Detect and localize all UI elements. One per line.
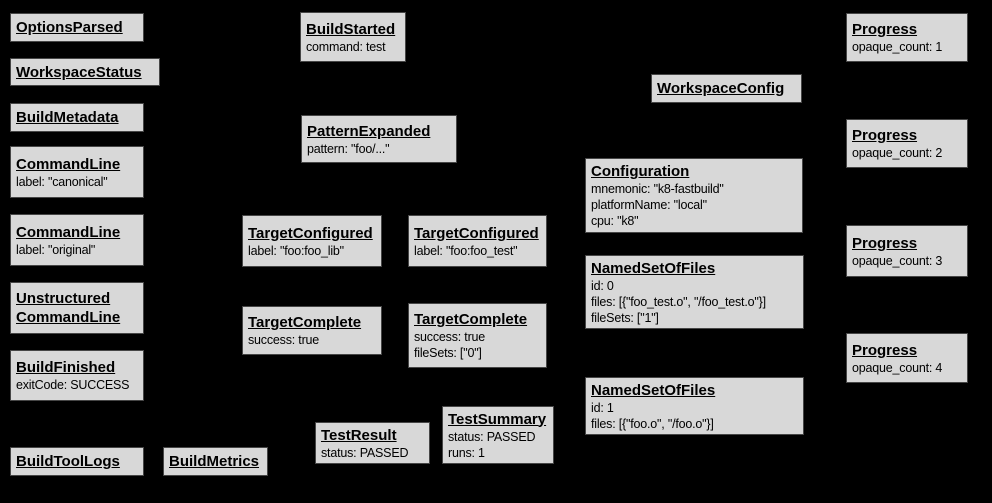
node-title: BuildFinished: [16, 359, 116, 376]
node-title: BuildToolLogs: [16, 453, 120, 470]
node-build-tool-logs: BuildToolLogs: [10, 447, 144, 476]
node-attribute-line: pattern: "foo/...": [307, 141, 390, 156]
node-attribute-line: fileSets: ["0"]: [414, 346, 482, 360]
node-title: NamedSetOfFiles: [591, 259, 716, 277]
node-configuration: Configuration mnemonic: "k8-fastbuild" pla…: [585, 158, 803, 233]
node-title: Progress: [852, 341, 918, 359]
node-attribute-line: opaque_count: 4: [852, 360, 943, 375]
node-attribute-line: status: PASSED: [321, 445, 409, 460]
node-title: Progress: [852, 21, 918, 38]
node-title: TargetComplete: [248, 314, 362, 331]
node-attribute-line: platformName: "local": [591, 198, 707, 212]
node-title: NamedSetOfFiles: [591, 381, 716, 399]
node-attribute-line: opaque_count: 1: [852, 40, 943, 54]
node-title: BuildMetrics: [169, 453, 260, 470]
node-attribute-line: opaque_count: 2: [852, 146, 943, 160]
node-target-complete-foo-test: TargetComplete success: true fileSets: ["0…: [408, 303, 547, 368]
node-attribute-line: success: true: [248, 333, 320, 347]
node-workspace-config: WorkspaceConfig: [651, 74, 802, 103]
node-title: Configuration: [591, 163, 690, 180]
node-attribute-line: status: PASSED: [448, 429, 536, 444]
node-title: WorkspaceStatus: [16, 63, 142, 81]
node-attribute-line: mnemonic: "k8-fastbuild": [591, 182, 724, 196]
node-title: CommandLine: [16, 223, 121, 241]
node-title: Progress: [852, 234, 918, 252]
node-attribute-line: files: [{"foo.o", "/foo.o"}]: [591, 416, 714, 431]
node-progress-1: Progress opaque_count: 1: [846, 13, 968, 62]
node-title: BuildMetadata: [16, 109, 119, 126]
node-title: OptionsParsed: [16, 19, 123, 36]
node-progress-2: Progress opaque_count: 2: [846, 119, 968, 168]
node-title: CommandLine: [16, 155, 121, 173]
node-attribute-line: label: "original": [16, 242, 96, 257]
node-build-metadata: BuildMetadata: [10, 103, 144, 132]
node-attribute-line: label: "foo:foo_test": [414, 243, 518, 258]
node-attribute-line: runs: 1: [448, 445, 485, 460]
node-workspace-status: WorkspaceStatus: [10, 58, 160, 86]
node-attribute-line: label: "canonical": [16, 174, 108, 189]
node-attribute-line: command: test: [306, 39, 386, 54]
node-title: TestResult: [321, 426, 397, 444]
node-title: TestSummary: [448, 410, 547, 428]
node-attribute-line: id: 0: [591, 278, 614, 293]
node-target-complete-foo-lib: TargetComplete success: true: [242, 306, 382, 355]
node-attribute-line: opaque_count: 3: [852, 253, 943, 268]
node-build-metrics: BuildMetrics: [163, 447, 268, 476]
node-title: Progress: [852, 127, 918, 144]
node-build-finished: BuildFinished exitCode: SUCCESS: [10, 350, 144, 401]
node-title: BuildStarted: [306, 20, 396, 38]
node-title: TargetComplete: [414, 311, 528, 328]
node-attribute-line: label: "foo:foo_lib": [248, 243, 344, 258]
node-title: TargetConfigured: [248, 224, 373, 242]
node-attribute-line: success: true: [414, 330, 486, 344]
node-attribute-line: id: 1: [591, 400, 614, 415]
node-title: Unstructured CommandLine: [16, 290, 121, 326]
node-attribute-line: exitCode: SUCCESS: [16, 378, 130, 392]
node-unstructured-command-line: Unstructured CommandLine: [10, 282, 144, 334]
node-attribute-line: files: [{"foo_test.o", "/foo_test.o"}]: [591, 294, 766, 309]
node-attribute-line: cpu: "k8": [591, 214, 639, 228]
node-attribute-line: fileSets: ["1"]: [591, 310, 659, 325]
node-title: TargetConfigured: [414, 224, 539, 242]
node-title: WorkspaceConfig: [657, 80, 785, 97]
node-options-parsed: OptionsParsed: [10, 13, 144, 42]
node-title: PatternExpanded: [307, 122, 431, 140]
